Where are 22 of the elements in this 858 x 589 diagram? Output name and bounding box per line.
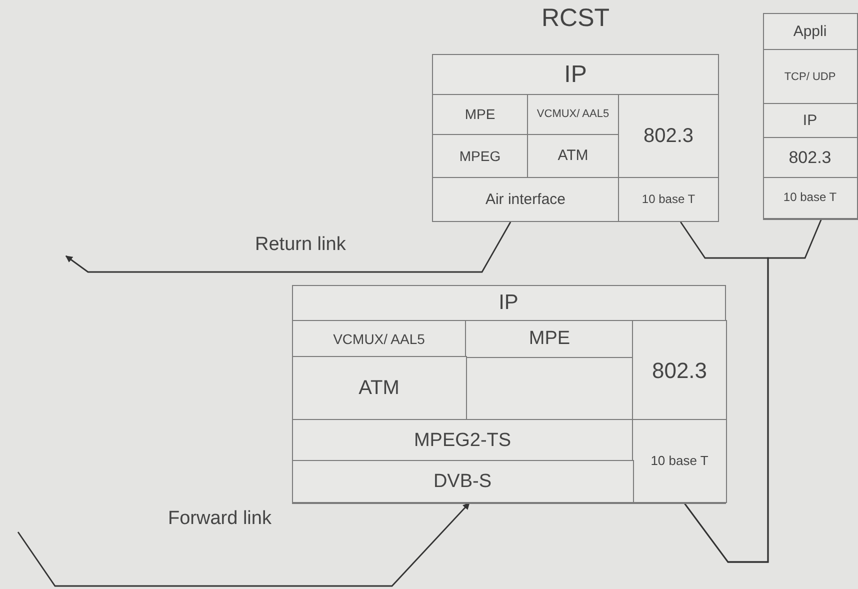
protocol-layer: Air interface: [432, 177, 619, 222]
protocol-layer: MPE: [432, 94, 528, 135]
protocol-layer: ATM: [292, 356, 466, 420]
protocol-stack: [292, 285, 726, 504]
arrow: [65, 222, 512, 273]
protocol-layer: 10 base T: [618, 177, 719, 222]
stack-title: RCST: [540, 4, 611, 33]
protocol-layer: DVB-S: [292, 460, 634, 503]
protocol-layer: 10 base T: [632, 419, 727, 503]
protocol-layer: ATM: [527, 134, 619, 178]
edge-label: Forward link: [168, 508, 272, 530]
protocol-stack: [763, 13, 858, 220]
protocol-layer: MPEG: [432, 134, 528, 178]
protocol-layer: IP: [432, 54, 719, 95]
protocol-layer: MPE: [465, 320, 634, 358]
arrow: [17, 502, 470, 587]
connector-line: [684, 218, 822, 563]
edge-label: Return link: [255, 234, 346, 256]
protocol-layer: 802.3: [618, 94, 719, 178]
protocol-layer: 802.3: [632, 320, 727, 421]
protocol-layer: VCMUX/ AAL5: [527, 94, 619, 135]
protocol-layer: 10 base T: [762, 177, 858, 219]
